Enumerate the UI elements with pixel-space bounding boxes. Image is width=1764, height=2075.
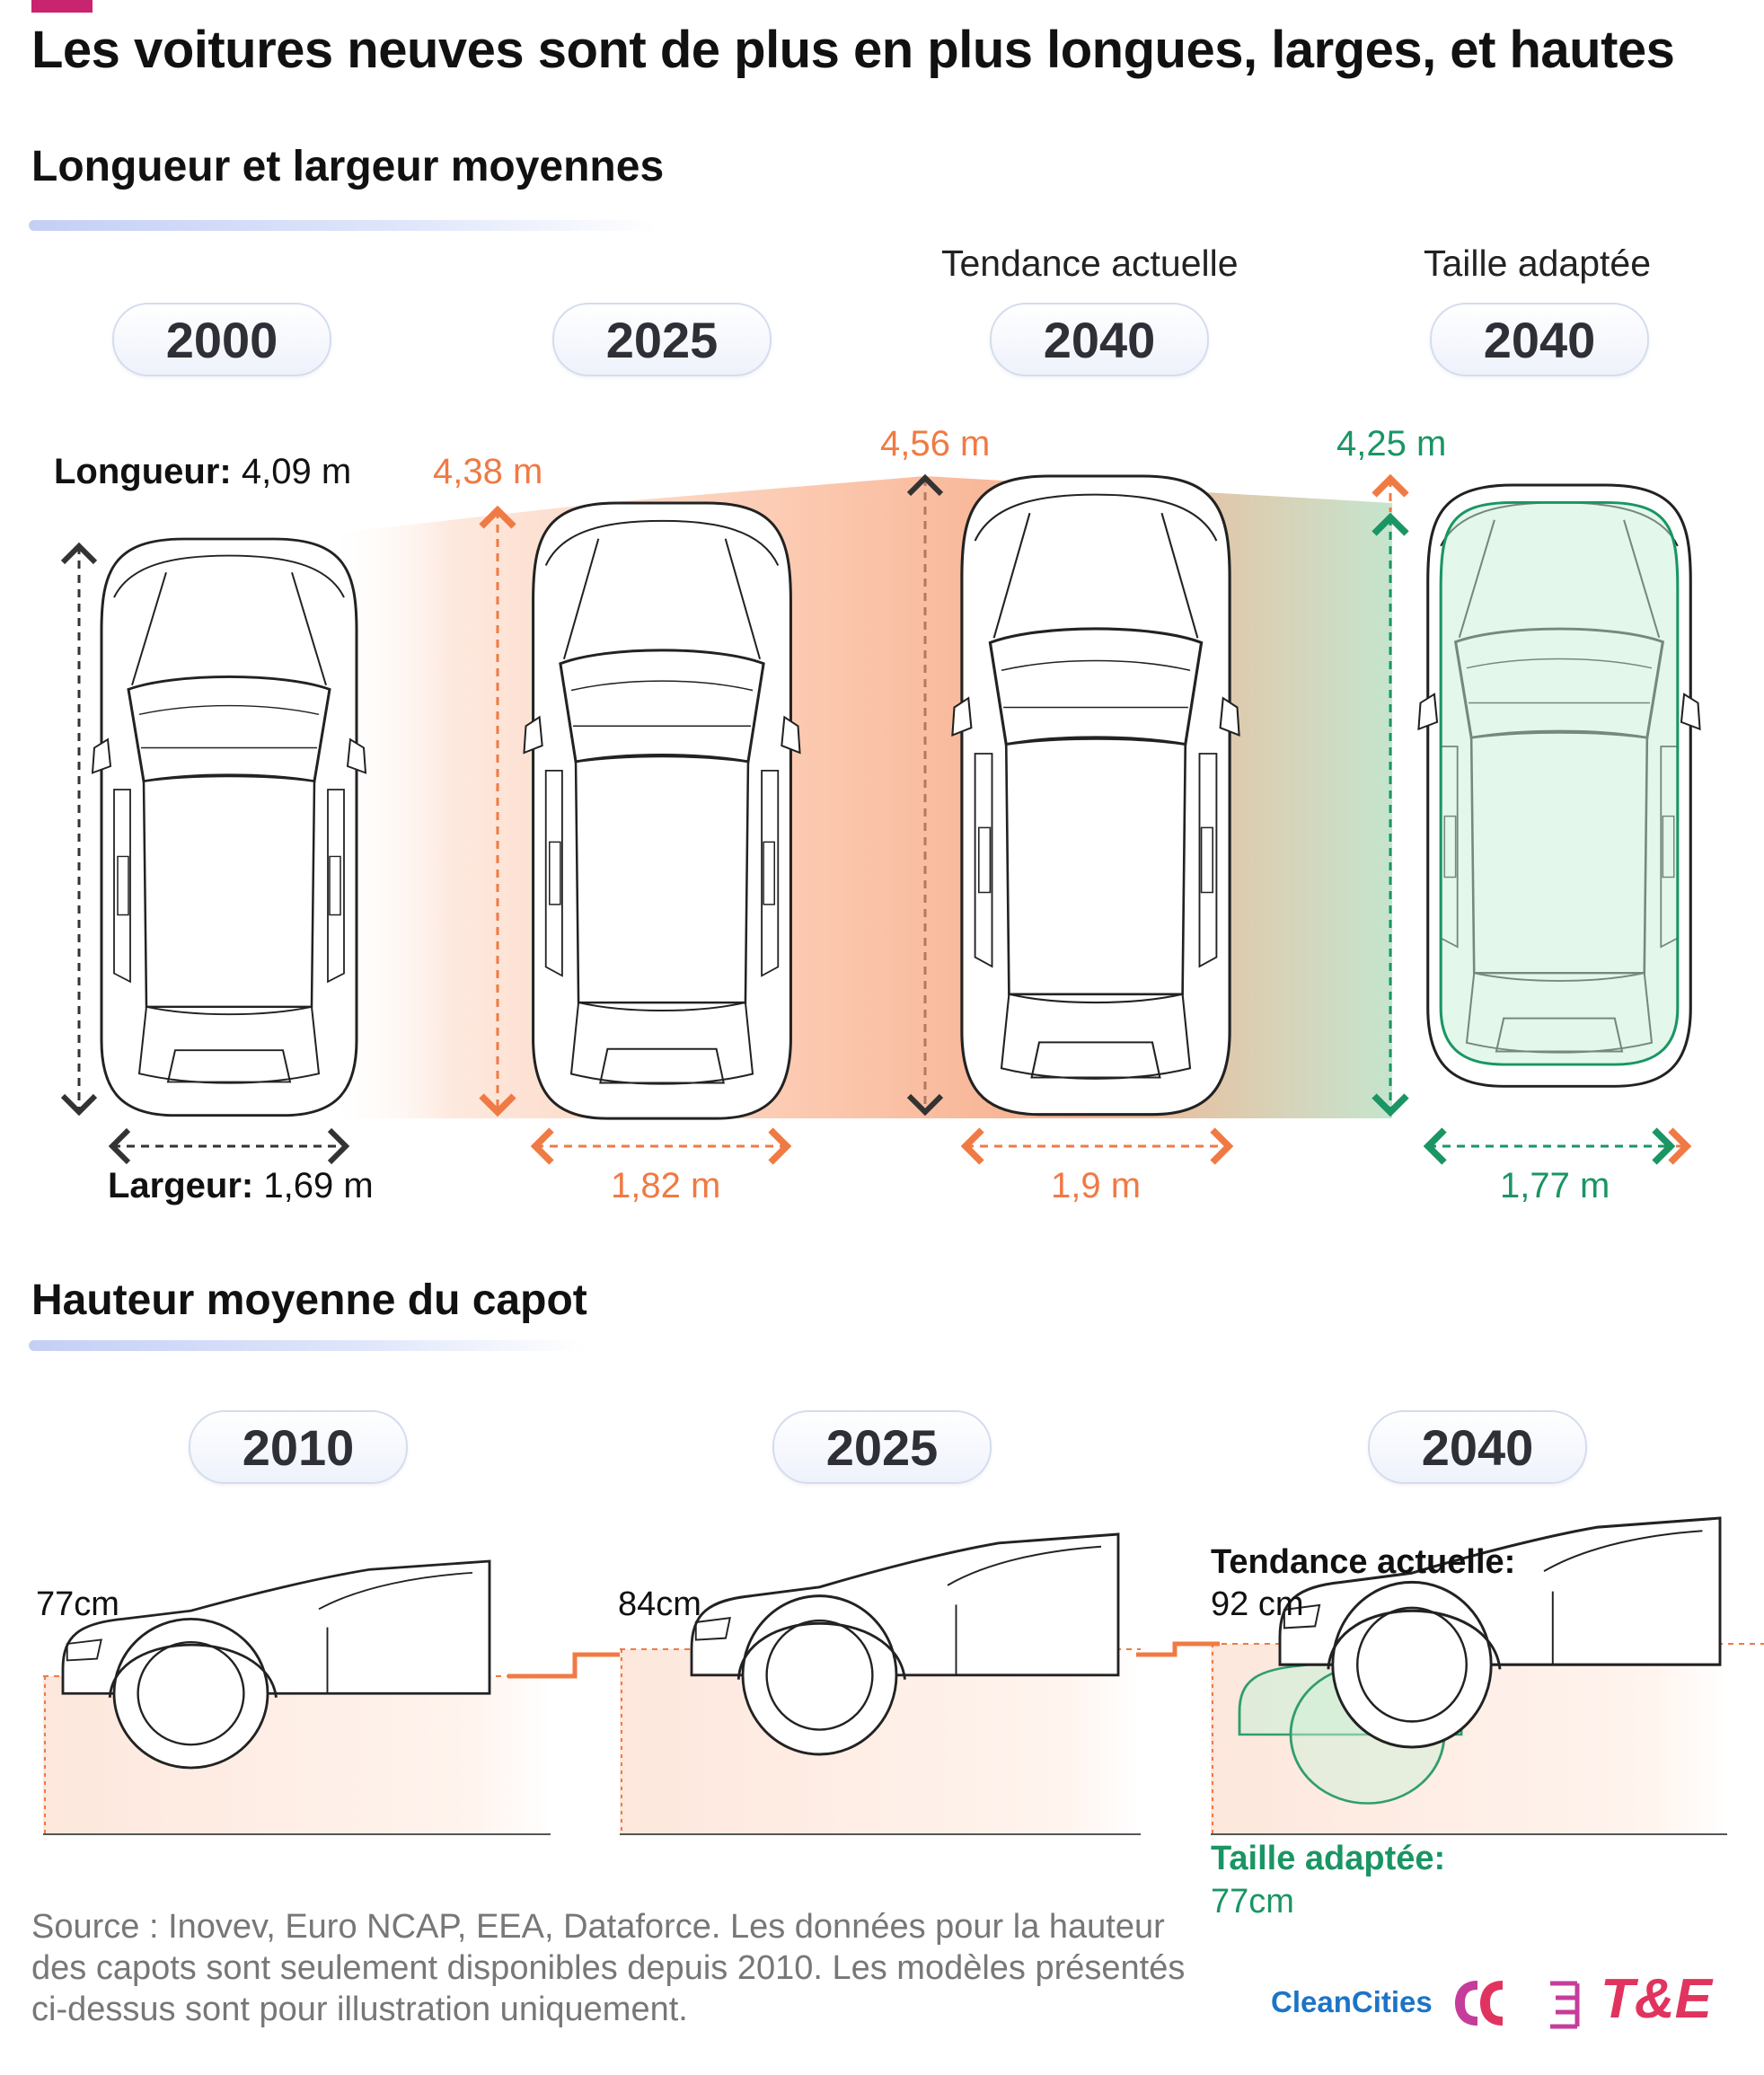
car-top-2000 xyxy=(91,537,367,1117)
scenario-label-trend: Tendance actuelle xyxy=(941,243,1239,284)
length-value-2025: 4,38 m xyxy=(433,452,543,491)
hood-adapted-value: 77cm xyxy=(1211,1883,1294,1920)
width-value-2000: 1,69 m xyxy=(263,1166,374,1205)
width-value-2040-trend: 1,9 m xyxy=(1051,1166,1142,1205)
width-value-2025: 1,82 m xyxy=(611,1166,721,1205)
length-value-2040-trend: 4,56 m xyxy=(880,424,991,464)
section-rule xyxy=(29,220,657,231)
cleancities-logo-icon xyxy=(1455,1981,1503,2026)
year-pill-2025-hood: 2025 xyxy=(772,1410,992,1484)
cleancities-logo-text: CleanCities xyxy=(1271,1985,1433,2018)
hood-height-2010: 77cm xyxy=(36,1585,119,1623)
car-top-2040-trend xyxy=(950,474,1241,1117)
te-logo-icon xyxy=(1550,1981,1580,2029)
year-pill-2040-adapted: 2040 xyxy=(1430,303,1649,376)
car-top-2025 xyxy=(522,501,802,1120)
source-note: Source : Inovev, Euro NCAP, EEA, Datafor… xyxy=(31,1908,1186,2028)
hood-trend-value: 92 cm xyxy=(1211,1585,1304,1623)
hood-adapted-label: Taille adaptée: xyxy=(1211,1840,1446,1877)
length-2000: Longueur: 4,09 m xyxy=(54,452,351,492)
size-trend-band xyxy=(323,476,1392,1118)
step-connector-2 xyxy=(1136,1641,1220,1657)
length-value-2000: 4,09 m xyxy=(241,452,352,491)
length-label: Longueur: xyxy=(54,452,232,491)
width-2000: Largeur: 1,69 m xyxy=(108,1166,374,1206)
te-logo-text: T&E xyxy=(1601,1968,1712,2030)
year-pill-2040-trend: 2040 xyxy=(990,303,1209,376)
car-top-2040-adapted xyxy=(1416,483,1702,1088)
year-pill-2025: 2025 xyxy=(552,303,772,376)
length-value-2040-adapted: 4,25 m xyxy=(1336,424,1447,464)
section-heading-hood-height: Hauteur moyenne du capot xyxy=(31,1276,587,1324)
year-pill-2040-hood: 2040 xyxy=(1368,1410,1587,1484)
accent-bar xyxy=(31,0,93,13)
section-heading-length-width: Longueur et largeur moyennes xyxy=(31,143,665,190)
section-rule-2 xyxy=(29,1340,586,1351)
width-value-2040-adapted: 1,77 m xyxy=(1500,1166,1610,1205)
width-label: Largeur: xyxy=(108,1166,254,1205)
hood-height-2025: 84cm xyxy=(618,1585,701,1623)
page-title: Les voitures neuves sont de plus en plus… xyxy=(31,21,1675,79)
year-pill-2000: 2000 xyxy=(112,303,331,376)
year-pill-2010: 2010 xyxy=(189,1410,408,1484)
scenario-label-adapted: Taille adaptée xyxy=(1424,243,1652,284)
step-connector-1 xyxy=(507,1652,620,1679)
hood-trend-label: Tendance actuelle: xyxy=(1211,1543,1516,1581)
